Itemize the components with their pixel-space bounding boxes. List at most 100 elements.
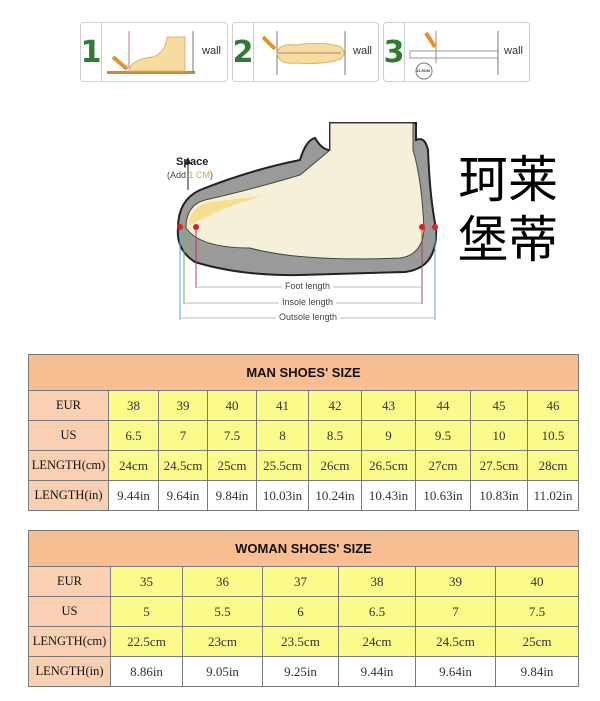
size-cell: 22.5cm [110, 626, 183, 657]
size-cell: 25cm [207, 450, 257, 481]
step-1-panel: 1 wall [80, 22, 228, 82]
size-cell: 39 [158, 390, 208, 421]
foot-side-illustration [107, 31, 195, 74]
size-cell: 35 [110, 566, 183, 597]
space-title: Space [176, 156, 209, 168]
step-3-panel: 3 11.5CM wall [383, 22, 530, 82]
size-cell: 24cm [108, 450, 159, 481]
size-cell: 28cm [526, 450, 580, 481]
size-cell: 10.63in [415, 480, 471, 511]
size-cell: 23cm [182, 626, 263, 657]
size-cell: 24.5cm [158, 450, 208, 481]
size-cell: 24.5cm [415, 626, 496, 657]
wall-label: wall [504, 45, 523, 57]
size-cell: 44 [415, 390, 471, 421]
step-number: 2 [233, 23, 254, 81]
size-cell: 9.84in [494, 656, 580, 687]
size-cell: 45 [470, 390, 528, 421]
insole-length-label: Insole length [279, 297, 337, 307]
size-cell: 40 [207, 390, 257, 421]
row-label: US [28, 420, 109, 451]
row-label: US [28, 596, 111, 627]
size-cell: 9 [361, 420, 416, 451]
man-table-title: MAN SHOES' SIZE [27, 354, 580, 391]
size-cell: 6.5 [108, 420, 159, 451]
size-cell: 46 [526, 390, 580, 421]
size-cell: 38 [338, 566, 416, 597]
row-label: EUR [28, 390, 109, 421]
size-cell: 10.83in [470, 480, 528, 511]
woman-table-title: WOMAN SHOES' SIZE [27, 530, 580, 567]
size-cell: 10.5 [526, 420, 580, 451]
size-cell: 6.5 [338, 596, 416, 627]
row-label: LENGTH(in) [28, 480, 109, 511]
brand-watermark: 珂莱堡蒂 [458, 151, 558, 269]
size-cell: 26cm [308, 450, 362, 481]
step-2-panel: 2 wall [232, 22, 379, 82]
space-note: (Add 1 CM) [167, 170, 213, 180]
size-cell: 27.5cm [470, 450, 528, 481]
wall-label: wall [202, 45, 221, 57]
size-cell: 6 [262, 596, 339, 627]
size-cell: 43 [361, 390, 416, 421]
size-cell: 7 [415, 596, 496, 627]
size-cell: 11.02in [526, 480, 580, 511]
size-cell: 9.5 [415, 420, 471, 451]
size-cell: 8.5 [308, 420, 362, 451]
size-cell: 40 [494, 566, 580, 597]
size-cell: 7 [158, 420, 208, 451]
size-cell: 9.05in [182, 656, 263, 687]
size-cell: 37 [262, 566, 339, 597]
size-cell: 5 [110, 596, 183, 627]
size-cell: 36 [182, 566, 263, 597]
row-label: LENGTH(cm) [28, 450, 109, 481]
shoe-cross-section-diagram [176, 122, 438, 320]
ruler-illustration [409, 31, 499, 80]
row-label: LENGTH(in) [28, 656, 111, 687]
space-note-value: 1 CM [188, 170, 211, 180]
size-cell: 9.25in [262, 656, 339, 687]
size-cell: 9.64in [158, 480, 208, 511]
space-note-suffix: ) [210, 170, 214, 180]
size-cell: 10.24in [308, 480, 362, 511]
size-cell: 5.5 [182, 596, 263, 627]
size-cell: 10.03in [256, 480, 309, 511]
size-cell: 42 [308, 390, 362, 421]
size-cell: 9.84in [207, 480, 257, 511]
size-cell: 39 [415, 566, 496, 597]
size-cell: 41 [256, 390, 309, 421]
foot-top-illustration [261, 31, 346, 75]
size-cell: 25cm [494, 626, 580, 657]
size-cell: 8.86in [110, 656, 183, 687]
row-label: EUR [28, 566, 111, 597]
size-cell: 8 [256, 420, 309, 451]
size-cell: 24cm [338, 626, 416, 657]
outsole-length-label: Outsole length [276, 312, 341, 322]
ruler-reading: 11.5CM [416, 68, 430, 73]
size-cell: 9.64in [415, 656, 496, 687]
foot-shape [185, 122, 425, 260]
size-cell: 25.5cm [256, 450, 309, 481]
size-cell: 38 [108, 390, 159, 421]
foot-length-label: Foot length [282, 281, 334, 291]
wall-label: wall [353, 45, 372, 57]
step-number: 3 [384, 23, 405, 81]
size-cell: 7.5 [494, 596, 580, 627]
size-cell: 9.44in [338, 656, 416, 687]
size-cell: 27cm [415, 450, 471, 481]
space-note-prefix: (Add [167, 170, 189, 180]
size-cell: 10.43in [361, 480, 416, 511]
size-cell: 26.5cm [361, 450, 416, 481]
size-cell: 10 [470, 420, 528, 451]
